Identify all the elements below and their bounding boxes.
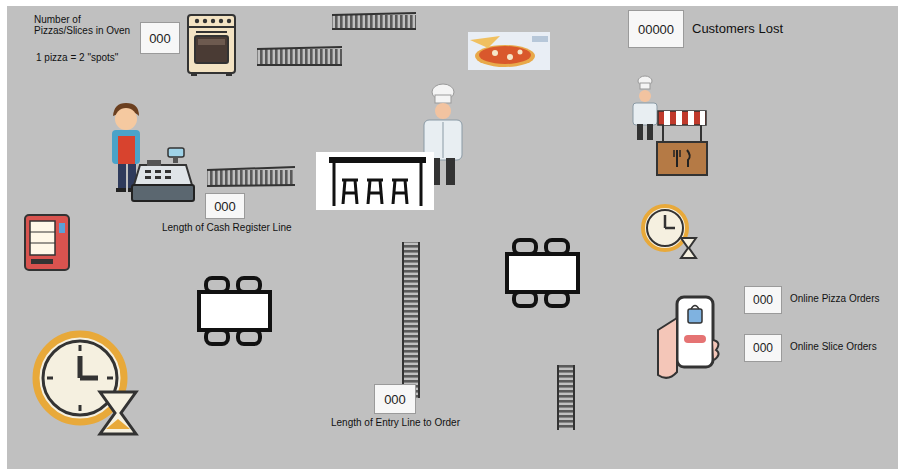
caption-label: Length of Cash Register Line: [162, 222, 292, 233]
pizza-photo: [468, 32, 550, 70]
caption-label: Online Pizza Orders: [790, 293, 879, 304]
counter-box: 000: [140, 22, 180, 54]
main-clock-icon: [36, 334, 136, 434]
counter-box: 000: [744, 334, 782, 362]
dining-table: [199, 240, 578, 344]
floor-ground: [7, 6, 898, 469]
caption-label: Online Slice Orders: [790, 341, 877, 352]
caption-label: 1 pizza = 2 "spots": [36, 52, 118, 63]
queue-line: [207, 13, 574, 430]
counter-value: 000: [214, 199, 236, 214]
vending-machine-icon: [25, 215, 69, 270]
online-order-phone-icon: [658, 297, 719, 378]
counter-box: 000: [744, 286, 782, 314]
counter-bar: [316, 152, 434, 210]
counter-box: 000: [205, 193, 245, 219]
counter-box: 00000: [628, 10, 684, 48]
oven-icon: [188, 15, 235, 76]
counter-value: 00000: [638, 22, 674, 37]
caption-label: Number of Pizzas/Slices in Oven: [34, 14, 138, 36]
counter-value: 000: [384, 392, 406, 407]
food-stall-icon: [657, 111, 707, 175]
cash-register-icon: [132, 148, 194, 201]
caption-label: Customers Lost: [692, 22, 783, 37]
counter-value: 000: [149, 31, 171, 46]
counter-box: 000: [374, 384, 416, 414]
chef-small-figure: [633, 76, 657, 140]
counter-value: 000: [753, 293, 773, 307]
timer-clock-icon: [643, 206, 696, 258]
caption-label: Length of Entry Line to Order: [331, 417, 460, 428]
counter-value: 000: [753, 341, 773, 355]
